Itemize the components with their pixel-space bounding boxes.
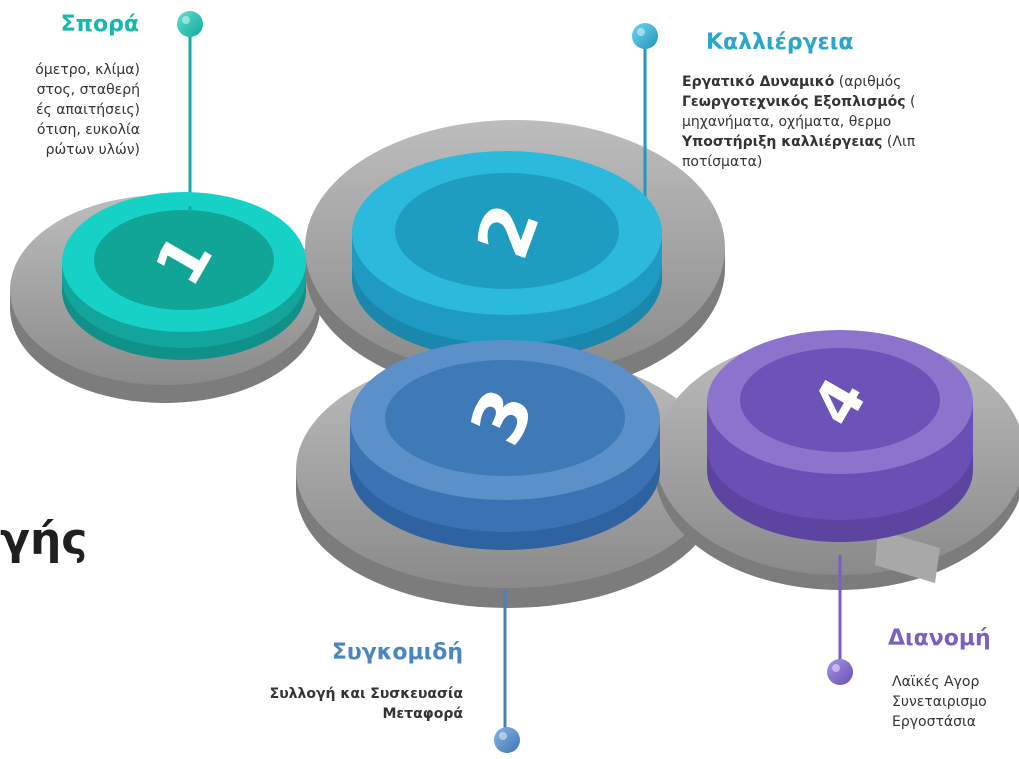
- pin-4: [827, 659, 853, 685]
- step-3-description: Συλλογή και Συσκευασία Μεταφορά: [270, 684, 463, 724]
- step-4-line: Συνεταιρισμο: [892, 694, 987, 710]
- pin-2: [632, 23, 658, 49]
- step-4-title: Διανομή: [888, 626, 991, 651]
- step-2-description: Εργατικό Δυναμικό (αριθμός Γεωργοτεχνικό…: [682, 72, 915, 172]
- step-2-line: μηχανήματα, οχήματα, θερμο: [682, 114, 892, 130]
- step-2-line: Εργατικό Δυναμικό (αριθμός: [682, 74, 902, 90]
- step-1-line: ότιση, ευκολία: [36, 122, 140, 138]
- step-3-line: Συλλογή και Συσκευασία: [269, 686, 463, 702]
- step-3-disc: [350, 340, 660, 550]
- step-1-title: Σπορά: [60, 12, 139, 37]
- step-1-line: ρώτων υλών): [45, 142, 140, 158]
- step-2-line: Υποστήριξη καλλιέργειας (Λιπ: [682, 134, 916, 150]
- step-1-disc: [62, 192, 306, 360]
- step-1-line: όμετρο, κλίμα): [35, 62, 140, 78]
- pin-3: [494, 727, 520, 753]
- pin-1: [177, 11, 203, 37]
- step-1-line: ές απαιτήσεις): [35, 102, 140, 118]
- step-3-title: Συγκομιδή: [331, 640, 463, 665]
- step-2-disc: [352, 151, 662, 360]
- step-2-line: ποτίσματα): [682, 154, 763, 170]
- step-4-description: Λαϊκές Αγορ Συνεταιρισμο Εργοστάσια: [892, 672, 987, 732]
- step-1-line: στος, σταθερή: [36, 82, 140, 98]
- step-1-description: όμετρο, κλίμα) στος, σταθερή ές απαιτήσε…: [35, 60, 140, 160]
- main-title-fragment: γής: [0, 514, 88, 565]
- step-2-title: Καλλιέργεια: [706, 30, 854, 55]
- step-4-disc: [707, 330, 973, 542]
- step-4-line: Λαϊκές Αγορ: [892, 674, 980, 690]
- step-4-line: Εργοστάσια: [892, 714, 976, 730]
- step-2-line: Γεωργοτεχνικός Εξοπλισμός (: [682, 94, 916, 110]
- step-3-line: Μεταφορά: [382, 706, 464, 722]
